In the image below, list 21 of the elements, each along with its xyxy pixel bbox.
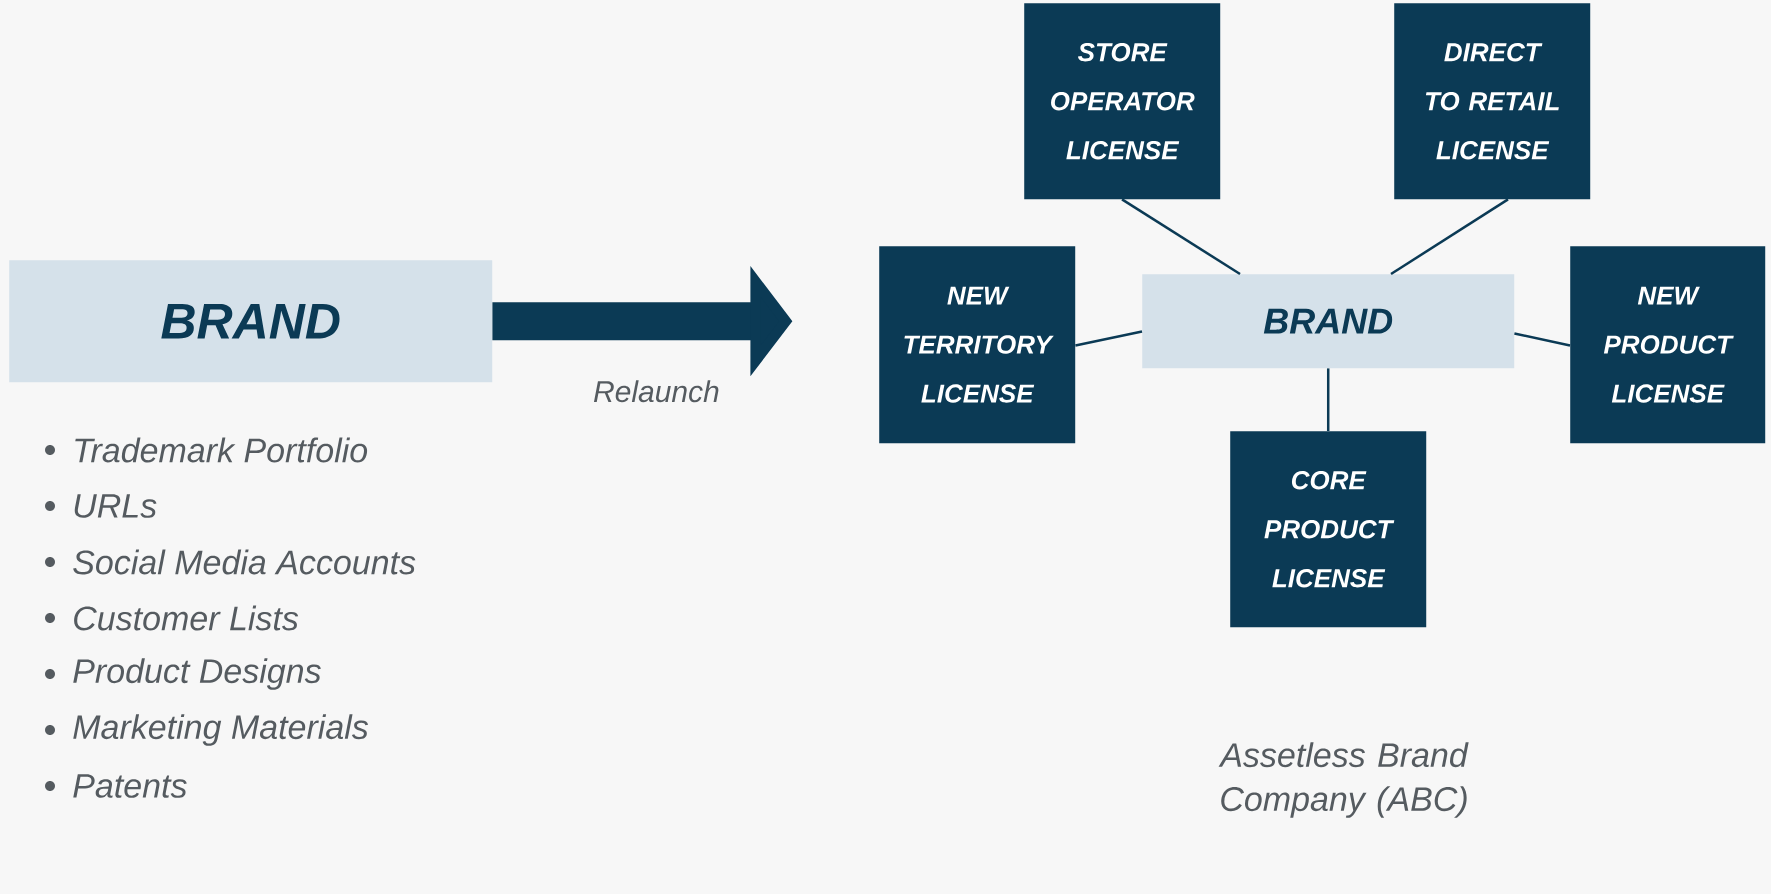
- list-item: Trademark Portfolio: [75, 437, 368, 463]
- list-item: Customer Lists: [74, 605, 299, 631]
- list-item: URLs: [74, 494, 157, 518]
- connector-line: [1390, 198, 1509, 276]
- license-box: DIRECT TO RETAIL LICENSE: [1394, 3, 1591, 200]
- list-item: Patents: [73, 774, 187, 798]
- connector-line: [1075, 330, 1143, 347]
- connector-line: [1121, 198, 1241, 276]
- brand-box: BRAND: [1142, 274, 1515, 369]
- list-item: Marketing Materials: [73, 714, 369, 746]
- brand-box: BRAND: [9, 260, 493, 383]
- license-box: NEW TERRITORY LICENSE: [879, 246, 1076, 444]
- list-item: Product Designs: [73, 658, 321, 690]
- license-box: CORE PRODUCT LICENSE: [1230, 431, 1427, 628]
- list-item: Social Media Accounts: [73, 549, 416, 575]
- edge-label: Relaunch: [593, 380, 719, 403]
- caption: Assetless Brand Company (ABC): [1218, 742, 1469, 818]
- license-box: STORE OPERATOR LICENSE: [1024, 3, 1221, 200]
- license-box: NEW PRODUCT LICENSE: [1570, 246, 1766, 444]
- connector-line: [1514, 332, 1571, 347]
- connector-line: [1326, 368, 1330, 431]
